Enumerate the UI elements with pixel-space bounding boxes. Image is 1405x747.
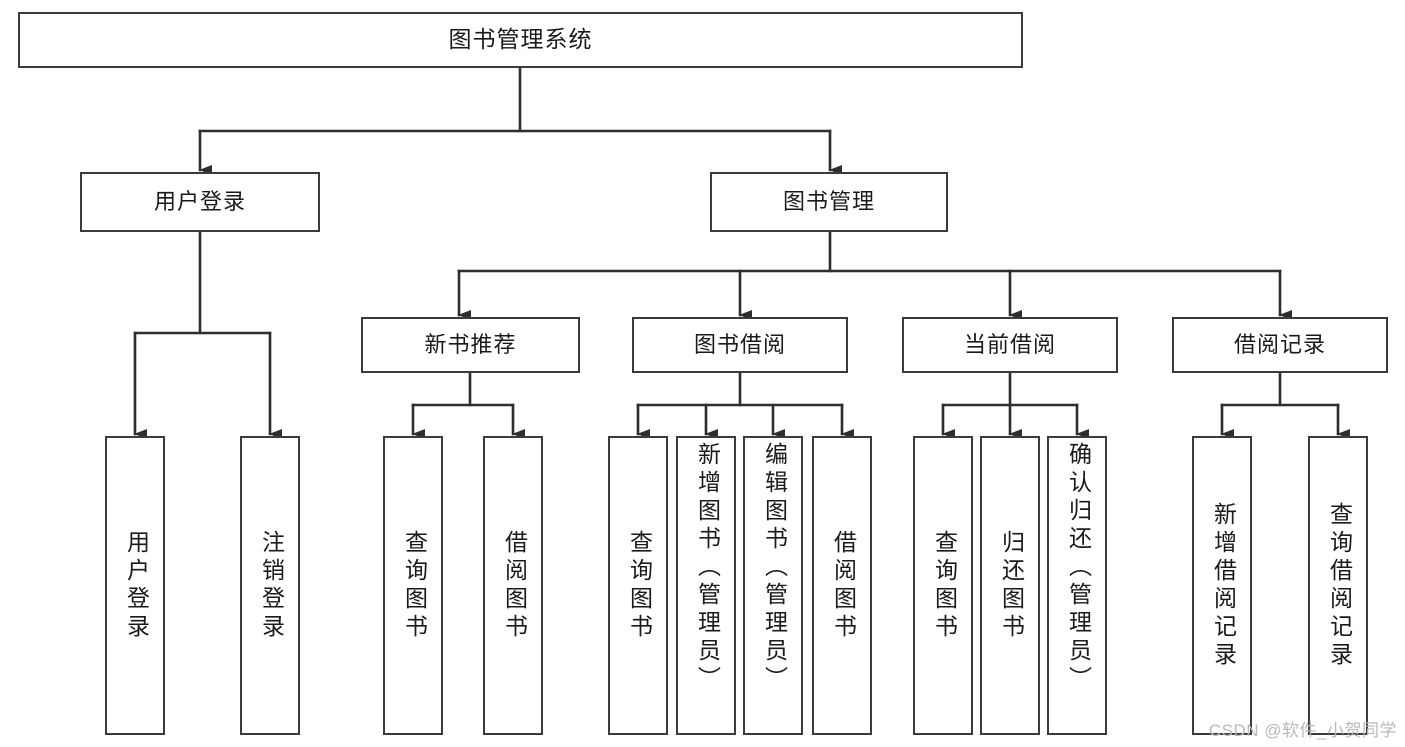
node-label: 当前借阅 (963, 331, 1056, 357)
node-book-management[interactable]: 图书管理 (710, 172, 948, 232)
node-book-borrow[interactable]: 图书借阅 (632, 317, 848, 373)
node-current-borrow[interactable]: 当前借阅 (902, 317, 1118, 373)
node-label: 图书管理系统 (448, 26, 593, 53)
node-label: 借阅图书 (830, 529, 857, 642)
leaf-user-login-login[interactable]: 用户登录 (105, 436, 165, 735)
leaf-current-borrow-query-book[interactable]: 查询图书 (913, 436, 973, 735)
leaf-user-login-logout[interactable]: 注销登录 (240, 436, 300, 735)
node-user-login[interactable]: 用户登录 (80, 172, 320, 232)
leaf-borrow-record-query-record[interactable]: 查询借阅记录 (1308, 436, 1368, 735)
node-label: 注销登录 (258, 529, 285, 642)
node-label: 图书借阅 (693, 331, 786, 357)
node-label: 新增图书（管理员） (694, 442, 721, 694)
node-label: 图书管理 (782, 188, 875, 214)
leaf-book-borrow-edit-book[interactable]: 编辑图书（管理员） (743, 436, 803, 735)
leaf-current-borrow-return-book[interactable]: 归还图书 (980, 436, 1040, 735)
node-label: 借阅图书 (501, 529, 528, 642)
leaf-book-borrow-borrow-book[interactable]: 借阅图书 (812, 436, 872, 735)
node-label: 借阅记录 (1233, 331, 1326, 357)
leaf-current-borrow-confirm-return[interactable]: 确认归还（管理员） (1047, 436, 1107, 735)
node-label: 新书推荐 (424, 331, 517, 357)
node-label: 新增借阅记录 (1210, 501, 1237, 670)
node-borrow-record[interactable]: 借阅记录 (1172, 317, 1388, 373)
node-label: 确认归还（管理员） (1065, 442, 1092, 694)
node-label: 用户登录 (123, 529, 150, 642)
leaf-new-book-query-book[interactable]: 查询图书 (383, 436, 443, 735)
node-new-book-recommend[interactable]: 新书推荐 (361, 317, 580, 373)
node-label: 查询图书 (626, 529, 653, 642)
node-label: 编辑图书（管理员） (761, 442, 788, 694)
leaf-book-borrow-query-book[interactable]: 查询图书 (608, 436, 668, 735)
node-label: 归还图书 (998, 529, 1025, 642)
node-label: 查询图书 (931, 529, 958, 642)
node-label: 查询借阅记录 (1326, 501, 1353, 670)
node-label: 查询图书 (401, 529, 428, 642)
leaf-borrow-record-add-record[interactable]: 新增借阅记录 (1192, 436, 1252, 735)
node-label: 用户登录 (153, 188, 246, 214)
leaf-book-borrow-add-book[interactable]: 新增图书（管理员） (676, 436, 736, 735)
node-root-system[interactable]: 图书管理系统 (18, 12, 1023, 68)
leaf-new-book-borrow-book[interactable]: 借阅图书 (483, 436, 543, 735)
